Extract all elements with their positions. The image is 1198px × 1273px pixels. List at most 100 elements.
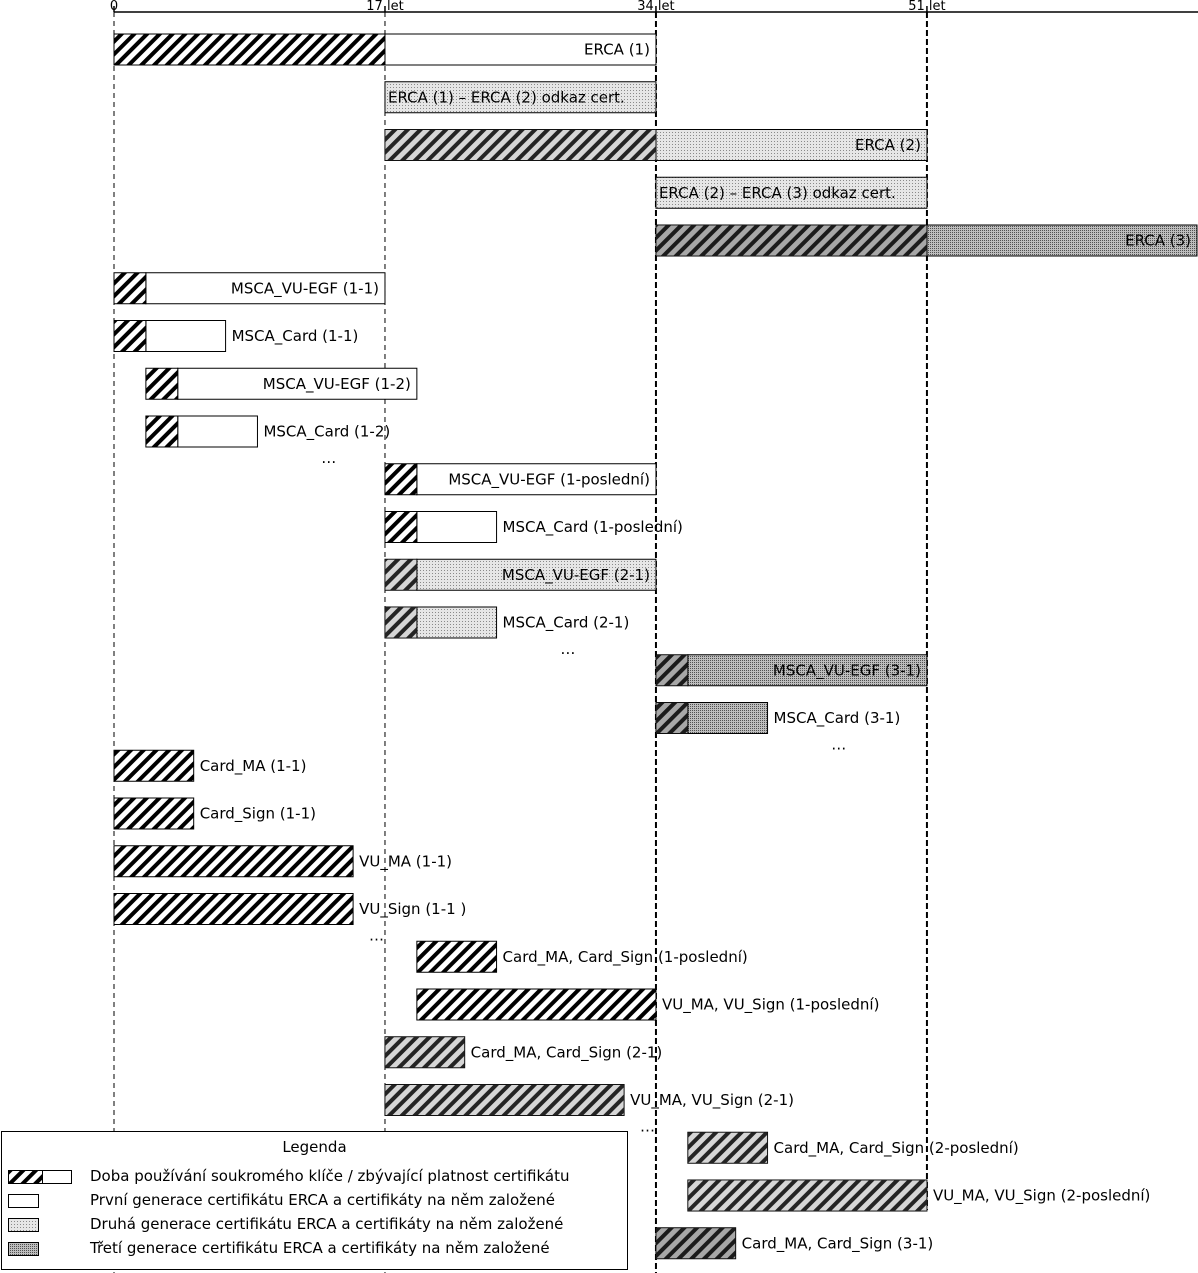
bar-key-usage-segment (655, 224, 928, 257)
bar-label: ERCA (1) (584, 41, 650, 59)
bar-key-usage-shade (384, 607, 417, 638)
legend-swatch-key-hatch (8, 1170, 72, 1184)
bar-key-usage-segment (145, 367, 179, 400)
legend-item-gen2: Druhá generace certifikátu ERCA a certif… (8, 1214, 623, 1234)
bar-validity-segment (145, 272, 386, 305)
bar-key-usage-segment (687, 1131, 769, 1164)
bar-label: Card_Sign (1-1) (200, 805, 316, 824)
bar-key-usage-shade (655, 225, 927, 256)
bar-validity-segment (416, 463, 657, 496)
legend-item-key-usage: Doba používání soukromého klíče / zbývaj… (8, 1166, 623, 1186)
bar-key-usage-segment (655, 654, 689, 687)
ellipsis-marker: … (560, 640, 575, 658)
bar-label: VU_MA, VU_Sign (2-poslední) (933, 1187, 1150, 1206)
ellipsis-marker: … (831, 736, 846, 754)
axis-tick-label: 34 let (637, 0, 674, 14)
bar-validity-segment (384, 33, 657, 66)
time-axis: 0 17 let 34 let 51 let (110, 0, 1198, 1273)
bar-key-usage-segment (416, 940, 498, 973)
bar-key-usage-shade (384, 1084, 625, 1116)
bar-validity-segment (655, 176, 928, 209)
bar-label: ERCA (1) – ERCA (2) odkaz cert. (388, 88, 625, 106)
legend-item-label: První generace certifikátu ERCA a certif… (90, 1191, 555, 1209)
bar-key-usage-segment (113, 320, 147, 352)
bar-validity-segment (145, 320, 227, 352)
bar-validity-segment (416, 511, 498, 543)
bar-key-usage-shade (384, 129, 656, 161)
legend-item-label: Doba používání soukromého klíče / zbývaj… (90, 1167, 570, 1185)
bar-key-usage-shade (384, 559, 417, 591)
bar-key-usage-segment (384, 606, 418, 639)
certificate-bar (384, 606, 498, 639)
certificate-bar (687, 1131, 769, 1164)
bar-key-usage-segment (113, 845, 354, 878)
bar-labels: ERCA (1) ERCA (1) – ERCA (2) odkaz cert. E… (200, 41, 1191, 1254)
ellipsis-marker: … (321, 449, 336, 467)
certificate-bar (687, 1179, 928, 1212)
certificate-bar (113, 272, 386, 305)
bar-validity-segment (687, 702, 769, 734)
bar-label: MSCA_Card (1-1) (232, 327, 359, 346)
bar-label: VU_MA (1-1) (359, 852, 452, 871)
legend-item-label: Třetí generace certifikátu ERCA a certif… (90, 1239, 550, 1257)
bar-key-usage-shade (687, 1180, 927, 1211)
bar-label: ERCA (2) – ERCA (3) odkaz cert. (659, 184, 896, 202)
bar-key-usage-shade (655, 702, 688, 734)
bar-key-usage-segment (384, 1036, 466, 1069)
axis-tick-label: 17 let (366, 0, 403, 14)
certificate-bar (416, 940, 498, 973)
certificate-bar (384, 129, 928, 161)
bar-key-usage-segment (384, 1084, 625, 1116)
certificate-bar (113, 797, 195, 830)
bar-label: MSCA_VU-EGF (1-1) (231, 279, 379, 298)
certificate-bar (113, 845, 354, 878)
certificate-bar (384, 81, 657, 114)
bar-label: ERCA (2) (855, 136, 921, 154)
bar-label: Card_MA (1-1) (200, 757, 307, 776)
bar-key-usage-segment (145, 415, 179, 448)
certificate-bar (655, 702, 769, 734)
bar-label: ERCA (3) (1125, 232, 1191, 250)
bar-key-usage-shade (655, 654, 688, 686)
bar-label: MSCA_VU-EGF (2-1) (502, 566, 650, 585)
certificate-bar (655, 224, 1198, 257)
legend: Legenda Doba používání soukromého klíče … (1, 1131, 628, 1270)
bar-label: MSCA_Card (2-1) (503, 614, 630, 633)
bar-label: MSCA_VU-EGF (1-2) (263, 375, 411, 394)
bar-label: MSCA_Card (1-2) (263, 423, 390, 442)
bar-label: VU_MA, VU_Sign (2-1) (630, 1091, 794, 1110)
certificate-bar (113, 749, 195, 782)
certificate-bar (113, 320, 227, 352)
bar-label: MSCA_Card (3-1) (774, 709, 901, 728)
bar-key-usage-segment (655, 702, 689, 734)
bar-key-usage-segment (655, 1227, 737, 1260)
axis-tick-label: 0 (110, 0, 118, 14)
bar-validity-segment (416, 558, 657, 591)
bar-validity-segment (416, 606, 498, 639)
legend-item-gen3: Třetí generace certifikátu ERCA a certif… (8, 1238, 623, 1258)
bar-key-usage-segment (113, 33, 386, 66)
bar-key-usage-segment (384, 558, 418, 591)
bar-key-usage-segment (416, 988, 657, 1021)
bar-validity-segment (655, 129, 928, 161)
bar-validity-segment (926, 224, 1198, 257)
legend-title: Legenda (282, 1138, 347, 1156)
bar-key-usage-segment (384, 511, 418, 543)
legend-swatch-gen1 (8, 1194, 39, 1208)
certificate-bar (655, 176, 928, 209)
bar-label: Card_MA, Card_Sign (2-poslední) (774, 1139, 1019, 1158)
bar-key-usage-shade (655, 1227, 736, 1259)
bar-label: VU_MA, VU_Sign (1-poslední) (662, 996, 879, 1015)
bar-validity-segment (384, 81, 657, 114)
ellipsis-marker: … (369, 927, 384, 945)
legend-swatch-gen3 (8, 1242, 39, 1256)
bar-key-usage-segment (113, 272, 147, 305)
bar-key-usage-segment (687, 1179, 928, 1212)
certificate-bar (145, 415, 258, 448)
bar-key-usage-segment (113, 749, 195, 782)
certificate-bar (384, 463, 657, 496)
bar-label: Card_MA, Card_Sign (2-1) (471, 1043, 663, 1062)
bar-key-usage-shade (384, 1036, 465, 1068)
axis-tick-label: 51 let (908, 0, 945, 14)
